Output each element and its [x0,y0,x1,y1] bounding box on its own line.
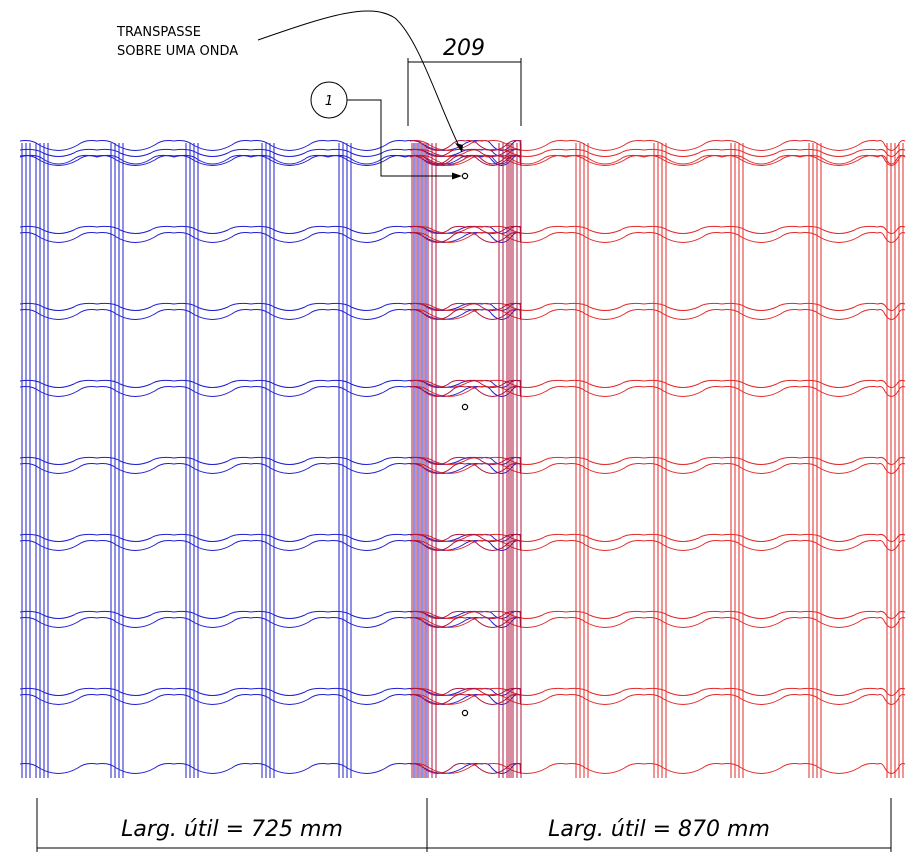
overlap-zone [409,140,522,778]
left-useful-width-label: Larg. útil = 725 mm [121,817,343,842]
tile-top-edge [409,154,906,165]
tile-row-step-edge [409,610,522,619]
fasteners [461,172,469,717]
fastener-screw-icon [461,709,469,717]
tile-row-step [409,694,522,705]
tile-row-step-edge [409,687,522,696]
tile-row-step-edge [409,302,522,311]
tile-row-step-edge [409,456,906,465]
tile-row-step-edge [409,379,522,388]
tile-top-edge [409,154,522,165]
fastener-screw-icon [461,403,469,411]
balloon-number: 1 [325,94,333,109]
tile-row-step [409,617,522,628]
tile-row-step-edge [409,687,906,696]
overlap-dimension-value: 209 [443,36,485,61]
useful-width-dimensions: Larg. útil = 725 mm Larg. útil = 870 mm [36,798,892,852]
tile-row-step-edge [409,225,522,234]
fastener-screw-icon [461,172,469,180]
tile-row-step [409,540,522,551]
tile-row-step [409,140,906,151]
tile-row-step [409,386,522,397]
tile-row-step [409,140,522,151]
right-tile-sheet [409,140,906,778]
overlap-note-line2: SOBRE UMA ONDA [117,44,238,59]
tile-row-step [409,463,522,474]
tile-row-step-edge [409,148,906,157]
tile-row-step [409,309,522,320]
overlap-note: TRANSPASSE SOBRE UMA ONDA [116,10,463,153]
overlap-dimension: 209 [407,36,522,126]
tile-row-step-edge [409,302,906,311]
overlap-note-leader [257,10,463,153]
leader-arrowhead [455,143,463,152]
tile-row-step-edge [409,533,522,542]
right-useful-width-label: Larg. útil = 870 mm [548,817,770,842]
tile-row-step-edge [409,533,906,542]
overlap-note-line1: TRANSPASSE [116,25,201,40]
tile-row-step-edge [409,225,906,234]
tile-row-step-edge [409,456,522,465]
left-tile-sheet [19,140,522,778]
tile-row-step [409,232,522,243]
balloon-leader [347,99,458,177]
tile-row-step-edge [409,379,906,388]
tile-row-step-edge [409,610,906,619]
item-balloon: 1 [310,81,462,180]
tile-row-step [409,763,522,774]
tile-row-step [409,155,522,166]
